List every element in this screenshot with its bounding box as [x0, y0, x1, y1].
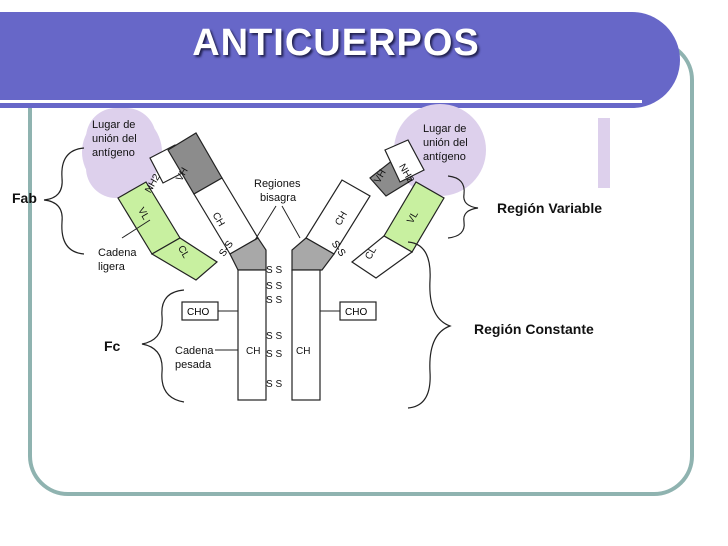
- brace-constant: [407, 241, 452, 409]
- binding-site-left-line1: Lugar de: [92, 119, 135, 131]
- hinge-left: [229, 237, 267, 271]
- heavy-chain-label-line1: Cadena: [175, 345, 214, 357]
- hinge-right: [291, 237, 335, 271]
- binding-site-right-strip: [598, 118, 610, 188]
- svg-text:S S: S S: [266, 349, 282, 360]
- ch-fc-left: CH: [246, 346, 260, 357]
- hinge-label-line2: bisagra: [260, 192, 297, 204]
- fc-heavy-right: [291, 269, 321, 401]
- region-constant-label: Región Constante: [474, 321, 594, 337]
- ch-fc-right: CH: [296, 346, 310, 357]
- brace-variable: [447, 175, 479, 239]
- svg-text:S S: S S: [266, 295, 282, 306]
- cho-box-right: [339, 301, 377, 321]
- title-banner: [0, 12, 680, 108]
- svg-text:S S: S S: [266, 265, 282, 276]
- binding-site-left-line2: unión del: [92, 133, 137, 145]
- hinge-label-line1: Regiones: [254, 178, 301, 190]
- fc-label: Fc: [104, 338, 121, 354]
- right-heavy-chain: [305, 139, 425, 255]
- svg-text:S S: S S: [266, 331, 282, 342]
- disulfide-bonds: S S S S S S S S S S S S: [266, 265, 282, 390]
- binding-site-left-ext: [86, 108, 156, 198]
- vl-left: VL: [135, 206, 151, 222]
- binding-site-left-line3: antígeno: [92, 147, 135, 159]
- right-light-chain: [350, 181, 445, 279]
- svg-text:S S: S S: [266, 281, 282, 292]
- cho-label-left: CHO: [187, 307, 209, 318]
- binding-site-right-line2: unión del: [423, 137, 468, 149]
- fab-label: Fab: [12, 190, 37, 206]
- brace-fab: [43, 147, 85, 255]
- binding-site-right-line3: antígeno: [423, 151, 466, 163]
- binding-site-right-line1: Lugar de: [423, 123, 466, 135]
- cho-label-right: CHO: [345, 307, 367, 318]
- light-chain-label-line2: ligera: [98, 261, 126, 273]
- svg-text:S S: S S: [266, 379, 282, 390]
- fc-heavy-left: [237, 269, 267, 401]
- cho-box-left: [181, 301, 219, 321]
- left-light-chain: [117, 181, 218, 281]
- heavy-chain-label-line2: pesada: [175, 359, 212, 371]
- region-variable-label: Región Variable: [497, 200, 603, 216]
- light-chain-label-line1: Cadena: [98, 247, 137, 259]
- brace-fc: [141, 289, 185, 403]
- vl-right: VL: [405, 209, 421, 225]
- banner-underline: [0, 100, 642, 103]
- page-title: ANTICUERPOS: [192, 22, 480, 64]
